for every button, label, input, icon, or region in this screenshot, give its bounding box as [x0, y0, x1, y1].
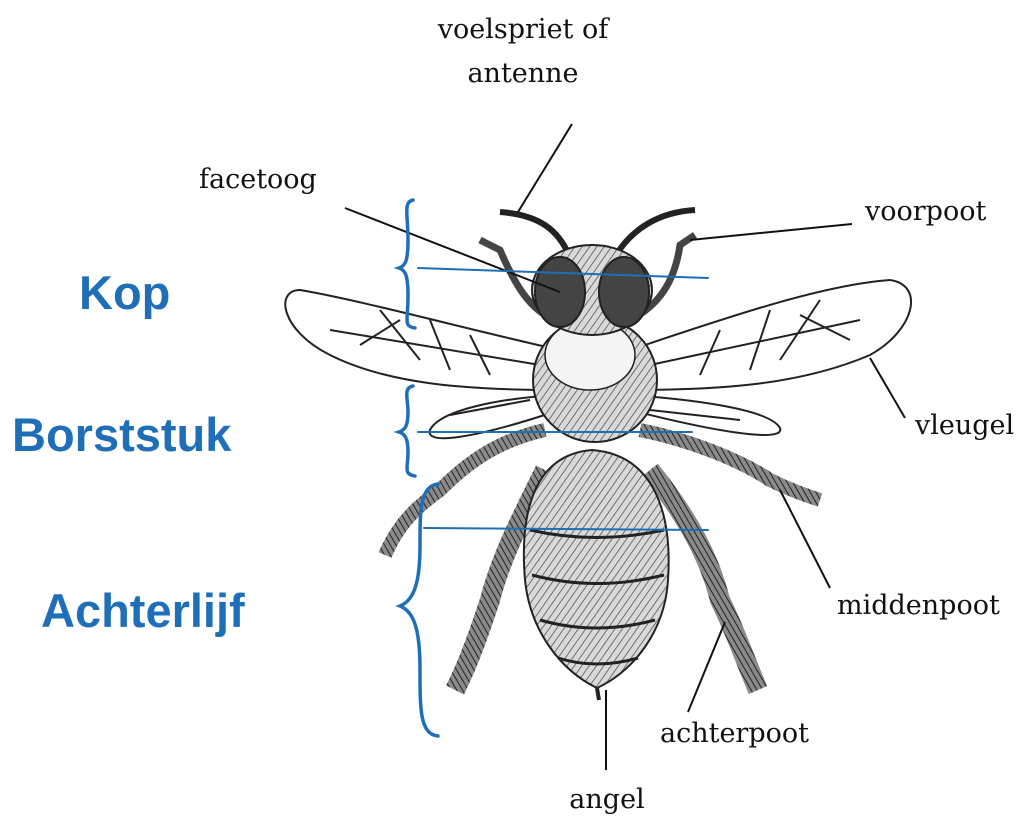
midleg-leader: [780, 490, 830, 588]
antenna-label-line1: voelspriet of: [437, 14, 610, 45]
head-brace: [399, 200, 415, 328]
stinger-label: angel: [569, 784, 644, 815]
thorax-brace: [399, 386, 415, 476]
head-region-label: Kop: [79, 266, 170, 319]
right-compound-eye: [599, 257, 649, 327]
leader-lines: [345, 124, 905, 770]
bee-illustration: [285, 210, 911, 700]
left-wing: [285, 290, 560, 438]
eye-leader: [345, 208, 560, 292]
abdomen-shape: [524, 450, 669, 688]
stinger-tip: [597, 688, 599, 700]
right-wing: [630, 280, 911, 435]
foreleg-leader: [690, 224, 852, 240]
thorax-region-label: Borststuk: [12, 408, 232, 461]
foreleg-label: voorpoot: [864, 196, 986, 227]
midleg-label: middenpoot: [837, 590, 1000, 621]
antenna-leader: [518, 124, 572, 212]
antenna-label-line2: antenne: [467, 58, 578, 89]
compound-eye-label: facetoog: [199, 164, 317, 195]
hindleg-leader: [688, 622, 725, 712]
wing-label: vleugel: [914, 410, 1014, 441]
abdomen-region-label: Achterlijf: [41, 584, 245, 637]
wing-leader: [870, 358, 905, 418]
hindleg-label: achterpoot: [660, 718, 809, 749]
